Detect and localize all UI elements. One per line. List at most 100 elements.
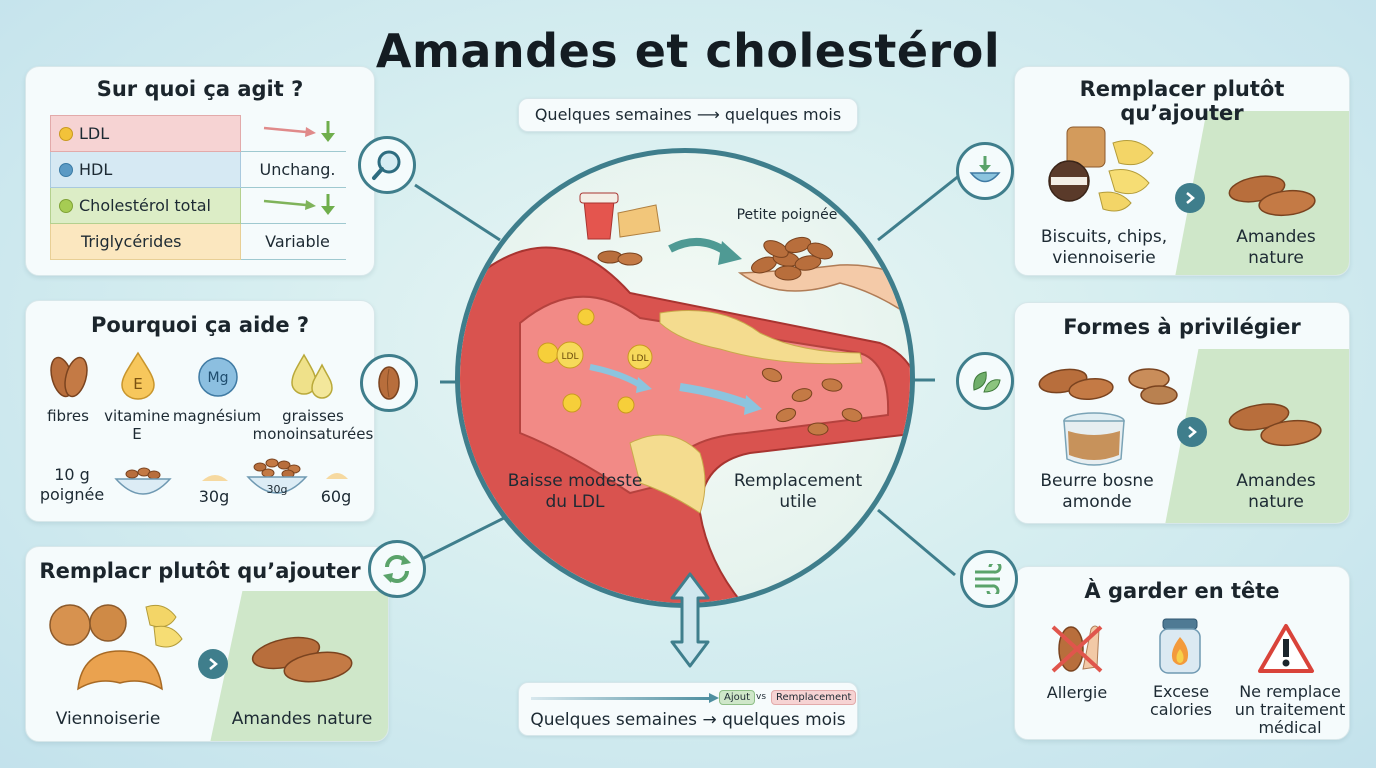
- ldl-particles: LDL LDL: [537, 308, 653, 414]
- tag-remplacement: Remplacement: [771, 690, 857, 705]
- warning-icon: [1258, 624, 1314, 673]
- almonds-icon: [1228, 175, 1316, 217]
- duration-text-bottom: Quelques semaines → quelques mois: [530, 710, 846, 730]
- pastries-icon: [49, 604, 183, 691]
- caption-replacement: Remplacement utile: [733, 471, 863, 512]
- oil-drops-icon: [291, 353, 333, 399]
- why-item-magnesium: magnésium: [172, 407, 262, 425]
- almond-icon: [378, 366, 400, 400]
- keep-allergy: Allergie: [1046, 683, 1108, 702]
- keep-treatment: Ne remplace un traitement médical: [1234, 682, 1346, 737]
- arrow-down-icon: [263, 193, 335, 215]
- bowl-hub: [956, 142, 1014, 200]
- card-action-title: Sur quoi ça agit ?: [96, 77, 304, 101]
- snacks-icon: [1048, 126, 1154, 212]
- leaves-hub: [956, 352, 1014, 410]
- timeline-arrowhead: [709, 693, 719, 703]
- total-dot-icon: [59, 199, 73, 213]
- almond-icon: [50, 356, 88, 398]
- row-trig-value: Variable: [240, 223, 346, 260]
- row-hdl-label: HDL: [50, 151, 241, 188]
- blood-vessel: LDL LDL: [460, 192, 910, 603]
- forms-to: Amandes nature: [1236, 471, 1316, 512]
- arrow-right-icon: [1175, 183, 1205, 213]
- card-replace-left: Remplacr plutôt qu’ajouter Viennoiserie …: [25, 546, 389, 742]
- why-item-vitamin: vitamine E: [104, 407, 170, 443]
- portion-label: 10 g poignée: [39, 465, 105, 504]
- row-total-trend: [240, 187, 346, 224]
- vitamin-e-drop-icon: E: [121, 351, 155, 400]
- row-hdl-value: Unchang.: [240, 151, 346, 188]
- page-title: Amandes et cholestérol: [375, 24, 1001, 78]
- why-item-fibres: fibres: [47, 407, 89, 425]
- card-why-title: Pourquoi ça aide ?: [90, 313, 310, 337]
- almonds-icon: [251, 636, 353, 683]
- replace-right-to: Amandes nature: [1236, 227, 1316, 268]
- forms-from: Beurre bosne amonde: [1040, 471, 1154, 512]
- card-keep-in-mind: À garder en tête Allergie Excese calorie…: [1014, 566, 1350, 740]
- timeline-bar: [531, 697, 711, 700]
- arrow-down-icon: [263, 121, 335, 143]
- almond-bowl-icon: [114, 467, 172, 495]
- ldl-particle-label: LDL: [562, 352, 579, 362]
- table-row: Triglycérides Variable: [50, 223, 346, 260]
- why-item-fats: graisses monoinsaturées: [252, 407, 374, 443]
- swap-arrows-icon: [383, 555, 411, 583]
- wind-hub: [960, 550, 1018, 608]
- caption-ldl-decrease: Baisse modeste du LDL: [507, 471, 643, 512]
- central-illustration: LDL LDL Petite poignée B: [455, 148, 915, 608]
- row-trig-label: Triglycérides: [50, 223, 241, 260]
- table-row: LDL: [50, 115, 346, 152]
- card-replace-right: Remplacer plutôt qu’ajouter Biscuits, ch…: [1014, 66, 1350, 276]
- amount-30g: 30g: [198, 487, 230, 506]
- magnesium-icon: Mg: [198, 357, 238, 397]
- handful-label: Petite poignée: [736, 207, 838, 223]
- replace-left-to: Amandes nature: [231, 709, 373, 729]
- wind-icon: [975, 564, 1002, 594]
- double-arrow-icon: [670, 572, 710, 668]
- hdl-dot-icon: [59, 163, 73, 177]
- handful-almonds-icon: [737, 236, 910, 317]
- card-preferred-forms: Formes à privilégier Beurre bosne amonde…: [1014, 302, 1350, 524]
- row-ldl-label: LDL: [50, 115, 241, 152]
- almonds-icon: [1038, 368, 1178, 405]
- almond-hub: [360, 354, 418, 412]
- small-portion-icon: [326, 473, 348, 479]
- card-replace-right-title: Remplacer plutôt qu’ajouter: [1079, 77, 1285, 125]
- row-ldl-trend: [240, 115, 346, 152]
- magnesium-letters: Mg: [208, 370, 229, 386]
- tag-ajout: Ajout: [719, 690, 755, 705]
- leaves-icon: [973, 371, 1001, 393]
- lipid-table: LDL HDL Unchang. Cholestérol total Trigl…: [50, 115, 346, 260]
- almond-butter-jar-icon: [1063, 412, 1125, 466]
- allergy-icon: [1051, 625, 1103, 673]
- card-forms-title: Formes à privilégier: [1063, 315, 1301, 339]
- card-why-it-helps: Pourquoi ça aide ? E Mg fibres vitamine …: [25, 300, 375, 522]
- tag-vs: vs: [756, 692, 767, 702]
- duration-pill-bottom: Ajout vs Remplacement Quelques semaines …: [518, 682, 858, 736]
- almond-bowl-large-icon: 30g: [246, 458, 308, 496]
- table-row: Cholestérol total: [50, 187, 346, 224]
- bowl-down-icon: [969, 156, 1001, 183]
- vitamin-e-letter: E: [133, 375, 142, 393]
- arrow-right-icon: [1177, 417, 1207, 447]
- replace-left-from: Viennoiserie: [55, 709, 161, 729]
- keep-calories: Excese calories: [1149, 682, 1213, 719]
- duration-pill-top: Quelques semaines ⟶ quelques mois: [518, 98, 858, 132]
- ldl-particle-label: LDL: [632, 354, 649, 364]
- magnifier-icon: [372, 150, 401, 180]
- arrow-right-icon: [198, 649, 228, 679]
- bowl-amount-label: 30g: [267, 483, 288, 496]
- almonds-icon: [1228, 403, 1322, 447]
- card-replace-left-title: Remplacr plutôt qu’ajouter: [39, 559, 361, 583]
- table-row: HDL Unchang.: [50, 151, 346, 188]
- small-portion-icon: [202, 475, 228, 481]
- row-total-label: Cholestérol total: [50, 187, 241, 224]
- snack-cup-icon: [579, 192, 661, 266]
- replace-right-from: Biscuits, chips, viennoiserie: [1040, 227, 1168, 268]
- card-keep-title: À garder en tête: [1084, 579, 1280, 603]
- calories-jar-icon: [1159, 618, 1201, 674]
- ldl-dot-icon: [59, 127, 73, 141]
- card-action-targets: Sur quoi ça agit ? LDL HDL Unchang. Chol…: [25, 66, 375, 276]
